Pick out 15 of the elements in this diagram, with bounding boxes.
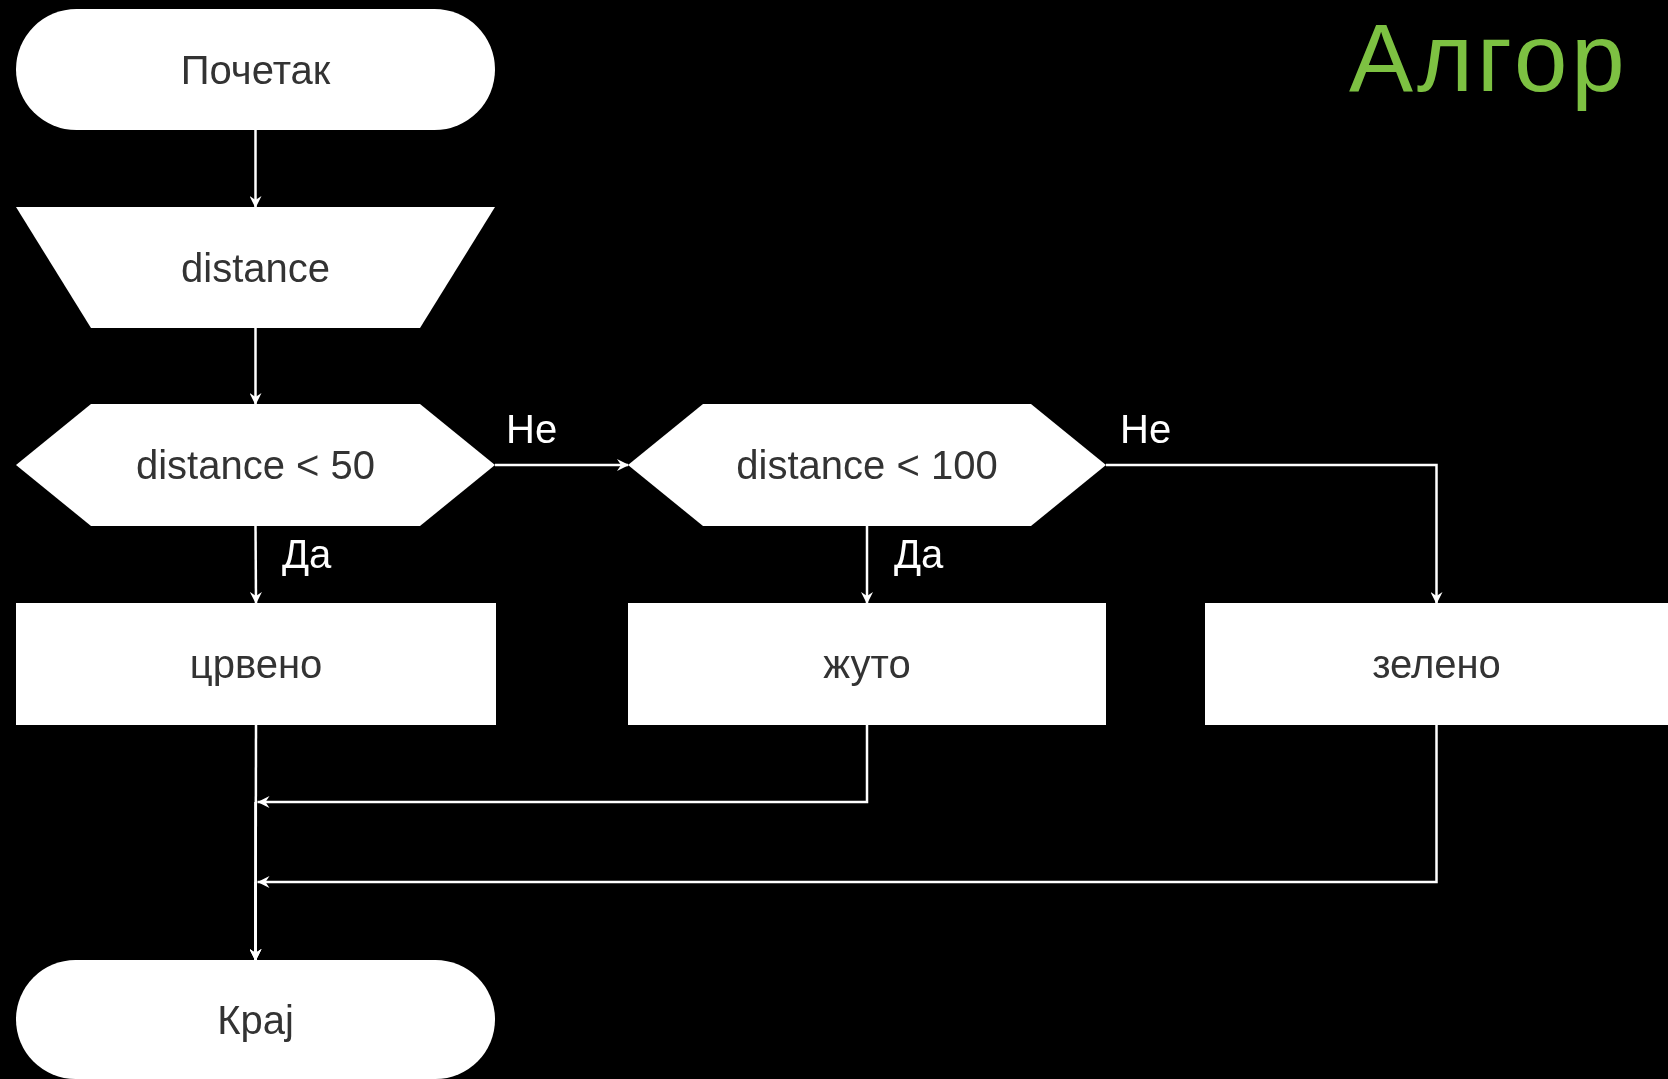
node-text: distance <box>181 244 330 292</box>
node-text: Крај <box>217 996 294 1044</box>
node-text: distance < 100 <box>736 442 998 489</box>
process-box <box>628 603 1106 725</box>
decision-hexagon <box>16 404 495 526</box>
input-shape <box>16 207 495 328</box>
node-text: зелено <box>1372 641 1501 688</box>
decision-hexagon <box>628 404 1106 526</box>
node-text: Почетак <box>180 46 331 94</box>
node-text: црвено <box>189 641 323 688</box>
process-box <box>1205 603 1668 725</box>
process-box <box>16 603 496 725</box>
title: Алгор <box>1349 3 1629 113</box>
node-text: distance < 50 <box>135 442 376 489</box>
node-text: жуто <box>823 641 911 688</box>
